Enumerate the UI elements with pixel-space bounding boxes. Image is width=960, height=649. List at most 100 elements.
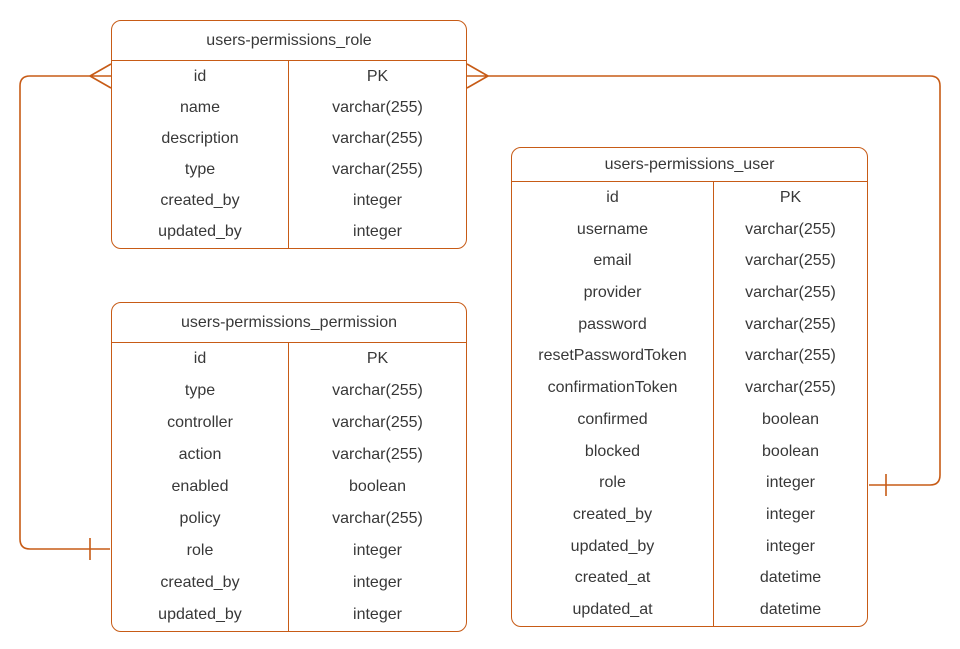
field-type-cell: varchar(255) — [745, 252, 836, 270]
field-type-cell: varchar(255) — [745, 379, 836, 397]
field-type-cell: PK — [366, 350, 389, 367]
field-name-cell: created_at — [512, 562, 714, 595]
table-row: type varchar(255) — [112, 154, 466, 186]
table-row: id PK — [112, 343, 466, 375]
field-name-cell: username — [512, 213, 714, 246]
entity-table-users-permissions-permission[interactable]: users-permissions_permission id PK type var… — [111, 302, 467, 632]
table-row: controller varchar(255) — [112, 407, 466, 439]
table-row: role integer — [112, 535, 466, 567]
field-name-cell: type — [112, 154, 289, 186]
field-type-cell: integer — [353, 542, 402, 559]
field-name-cell: updated_by — [112, 599, 289, 631]
field-name-cell: role — [512, 467, 714, 500]
field-name-cell: role — [112, 535, 289, 567]
field-type-cell: varchar(255) — [332, 98, 423, 116]
field-name-cell: id — [112, 61, 289, 93]
field-name-cell: policy — [112, 503, 289, 535]
field-type-cell: varchar(255) — [332, 129, 423, 147]
field-name-cell: confirmed — [512, 404, 714, 436]
field-name-cell: action — [112, 439, 289, 471]
field-type-cell: integer — [766, 474, 815, 492]
field-type-cell: integer — [353, 606, 402, 623]
field-type-cell: PK — [779, 188, 802, 206]
field-type-cell: datetime — [759, 569, 822, 587]
field-name-cell: provider — [512, 277, 714, 309]
field-type-cell: integer — [353, 192, 402, 210]
table-row: action varchar(255) — [112, 439, 466, 471]
entity-field-list: id PK type varchar(255) controller varchar(25… — [112, 343, 466, 631]
relationship-line[interactable] — [488, 75, 941, 486]
field-type-cell: varchar(255) — [332, 446, 423, 463]
field-type-cell: boolean — [762, 410, 819, 428]
field-name-cell: created_by — [512, 499, 714, 531]
field-type-cell: varchar(255) — [745, 347, 836, 365]
field-name-cell: type — [112, 375, 289, 407]
relationship-role-permission[interactable] — [19, 63, 112, 560]
table-row: type varchar(255) — [112, 375, 466, 407]
field-name-cell: confirmationToken — [512, 372, 714, 405]
field-name-cell: controller — [112, 407, 289, 439]
field-name-cell: enabled — [112, 471, 289, 503]
entity-title: users-permissions_permission — [112, 303, 466, 343]
field-name-cell: name — [112, 92, 289, 124]
table-row: username varchar(255) — [512, 213, 867, 246]
entity-title: users-permissions_user — [512, 148, 867, 182]
field-type-cell: varchar(255) — [745, 315, 836, 333]
field-name-cell: description — [112, 123, 289, 155]
table-row: name varchar(255) — [112, 92, 466, 124]
entity-title: users-permissions_role — [112, 21, 466, 61]
field-name-cell: resetPasswordToken — [512, 340, 714, 373]
table-row: provider varchar(255) — [512, 277, 867, 309]
field-type-cell: varchar(255) — [332, 161, 423, 179]
field-name-cell: created_by — [112, 185, 289, 217]
relationship-line[interactable] — [19, 75, 110, 550]
table-row: description varchar(255) — [112, 123, 466, 155]
table-row: created_by integer — [112, 185, 466, 217]
field-name-cell: created_by — [112, 567, 289, 599]
crow-foot-many-icon — [466, 63, 489, 89]
field-type-cell: integer — [353, 574, 402, 591]
relationship-role-user[interactable] — [466, 63, 941, 496]
field-name-cell: id — [512, 182, 714, 214]
entity-field-list: id PK username varchar(255) email varchar(255… — [512, 182, 867, 627]
field-type-cell: integer — [353, 223, 402, 241]
field-type-cell: varchar(255) — [745, 220, 836, 238]
field-name-cell: updated_by — [112, 216, 289, 249]
table-row: created_at datetime — [512, 562, 867, 595]
table-row: created_by integer — [112, 567, 466, 599]
table-row: updated_by integer — [112, 216, 466, 249]
field-type-cell: datetime — [759, 601, 822, 619]
field-type-cell: varchar(255) — [332, 510, 423, 527]
table-row: email varchar(255) — [512, 245, 867, 278]
field-name-cell: id — [112, 343, 289, 375]
field-type-cell: varchar(255) — [745, 284, 836, 302]
table-row: updated_by integer — [512, 530, 867, 563]
table-row: updated_at datetime — [512, 594, 867, 627]
table-row: updated_by integer — [112, 599, 466, 631]
table-row: resetPasswordToken varchar(255) — [512, 340, 867, 373]
field-type-cell: integer — [766, 537, 815, 555]
table-row: blocked boolean — [512, 435, 867, 468]
table-row: confirmed boolean — [512, 404, 867, 436]
table-row: enabled boolean — [112, 471, 466, 503]
field-name-cell: email — [512, 245, 714, 278]
field-name-cell: blocked — [512, 435, 714, 468]
field-type-cell: varchar(255) — [332, 382, 423, 399]
table-row: role integer — [512, 467, 867, 500]
field-name-cell: updated_by — [512, 530, 714, 563]
field-type-cell: boolean — [762, 442, 819, 460]
table-row: id PK — [512, 182, 867, 214]
field-name-cell: updated_at — [512, 594, 714, 627]
entity-table-users-permissions-user[interactable]: users-permissions_user id PK username varch… — [511, 147, 868, 627]
field-type-cell: boolean — [349, 478, 406, 495]
table-row: policy varchar(255) — [112, 503, 466, 535]
field-type-cell: varchar(255) — [332, 414, 423, 431]
table-row: confirmationToken varchar(255) — [512, 372, 867, 405]
